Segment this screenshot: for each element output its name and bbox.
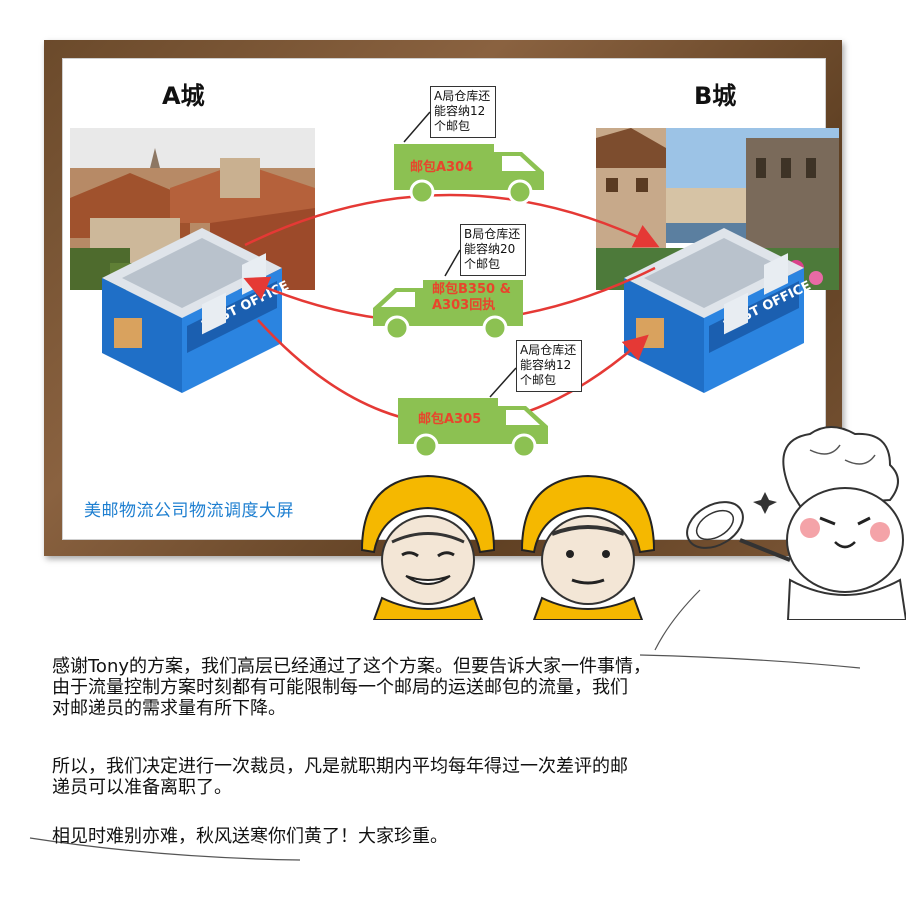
chef-meme-icon <box>686 426 906 620</box>
board-caption: 美邮物流公司物流调度大屏 <box>84 501 294 521</box>
truck-icon <box>394 144 544 205</box>
capacity-note: B局仓库还 能容纳20 个邮包 <box>460 224 526 276</box>
post-office-icon: POST OFFICE <box>102 228 292 393</box>
truck-icon <box>373 280 523 341</box>
truck-icon <box>398 398 548 459</box>
arrow-icon <box>244 193 660 248</box>
city-a-title: A城 <box>162 82 205 110</box>
paragraph: 相见时难别亦难，秋风送寒你们黄了！大家珍重。 <box>52 826 448 847</box>
truck-label: 邮包A305 <box>418 412 482 427</box>
courier-face-icon <box>360 474 496 620</box>
post-office-icon: POST OFFICE <box>624 228 814 393</box>
paragraph: 所以，我们决定进行一次裁员，凡是就职期内平均每年得过一次差评的邮 递员可以准备离… <box>52 756 628 798</box>
truck-label: 邮包B350 & A303回执 <box>432 282 511 313</box>
capacity-note: A局仓库还 能容纳12 个邮包 <box>430 86 496 138</box>
city-b-photo <box>596 128 839 290</box>
paragraph: 感谢Tony的方案，我们高层已经通过了这个方案。但要告诉大家一件事情， 由于流量… <box>52 656 652 719</box>
whisk-icon <box>686 501 791 562</box>
courier-face-icon <box>520 474 656 620</box>
capacity-note: A局仓库还 能容纳12 个邮包 <box>516 340 582 392</box>
city-b-title: B城 <box>694 82 737 110</box>
truck-label: 邮包A304 <box>410 160 474 175</box>
